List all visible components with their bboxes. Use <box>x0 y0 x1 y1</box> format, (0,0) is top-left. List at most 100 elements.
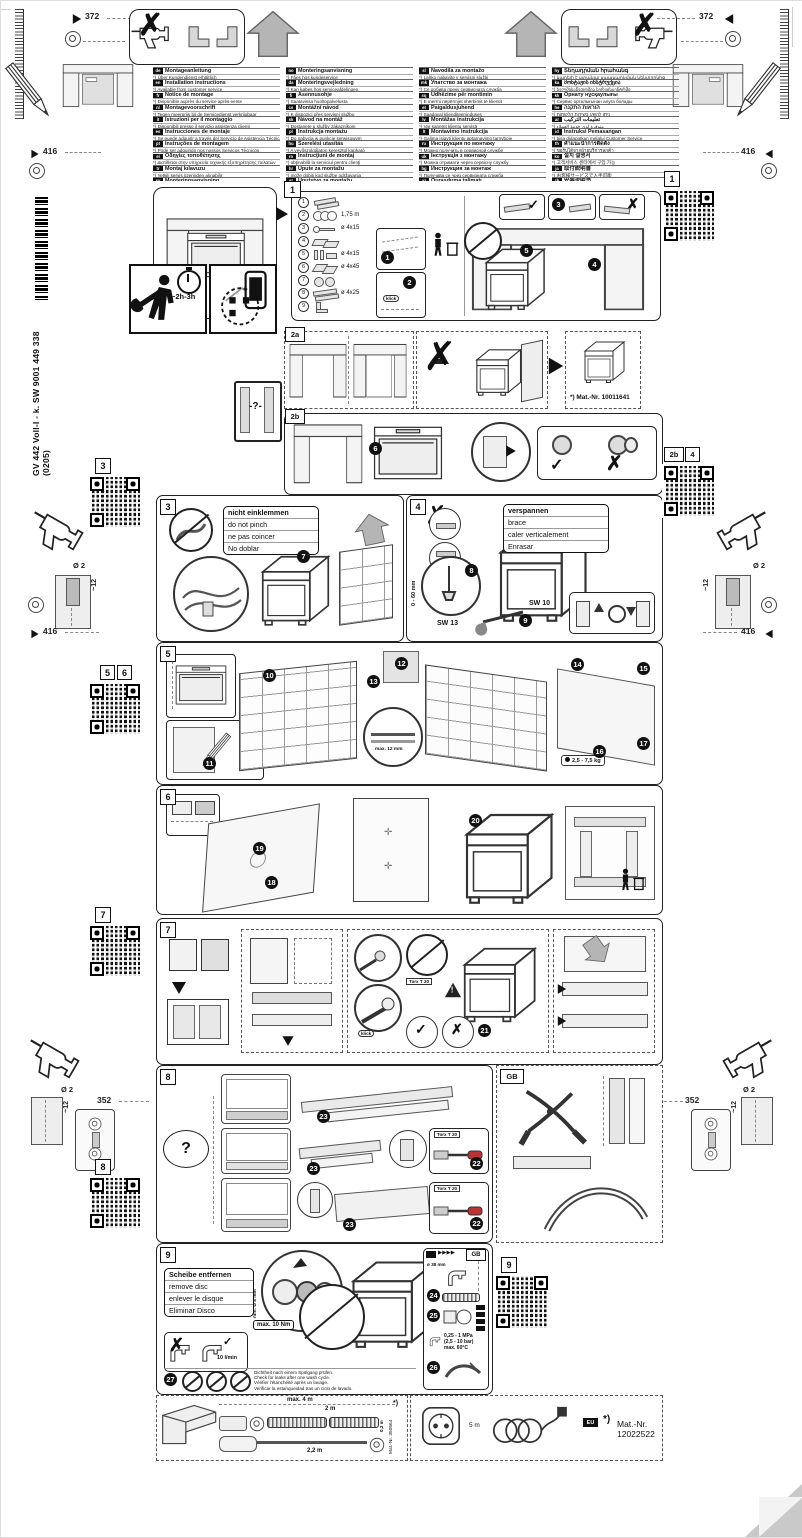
tap-flow-box: ✗ ✓ 10 l/min <box>164 1332 248 1372</box>
max-total-length: max. 4 m <box>287 1397 313 1403</box>
language-code-badge: no <box>286 68 296 74</box>
language-note: *) Saatavissa huoltopalvelusta <box>286 99 348 104</box>
language-title: Uputstvo za montažu <box>298 177 353 181</box>
language-code-badge: sv <box>153 177 163 181</box>
eu-badge: EU <box>583 1418 598 1427</box>
time-estimate: ~2h-3h <box>171 292 196 301</box>
cap-part-icon <box>312 275 338 287</box>
language-title: Instrukcja montażu <box>298 128 348 135</box>
dim-arrow <box>724 14 734 24</box>
dishwasher-iso-icon <box>465 813 553 904</box>
installer-figure-icon <box>621 868 645 891</box>
language-title: Paigaldusjuhend <box>431 104 475 111</box>
language-title: 설치 설명서 <box>564 153 591 160</box>
language-code-badge: ar <box>552 117 562 123</box>
language-title: Szerelési utasítás <box>298 141 344 148</box>
language-code-badge: fi <box>286 92 296 99</box>
phone-scan-icon <box>220 270 267 326</box>
language-code-badge: et <box>419 104 429 111</box>
brace-note: verspannen brace caler verticalement Enr… <box>503 504 609 553</box>
gap-detail-top <box>429 508 461 540</box>
torx-label: Torx T 20 <box>434 1185 461 1192</box>
panel7-sub-middle: ! Torx T 20 klick ✓ ✗ 21 <box>347 929 549 1053</box>
dim-dash <box>119 1101 149 1102</box>
plinth-panel <box>333 1185 431 1223</box>
country-badge <box>476 1319 485 1324</box>
dim-dash <box>65 152 101 153</box>
part-number: 3 <box>298 222 309 234</box>
country-badge <box>426 1251 436 1258</box>
cabinet-variant-1 <box>221 1074 291 1124</box>
next-arrow-icon <box>276 207 288 221</box>
drill-diameter-right: Ø 2 <box>753 561 766 570</box>
alignment-pictos-box <box>569 592 655 634</box>
language-code-badge: ru <box>419 141 429 147</box>
language-note: *) Pode ser adquirido nos nossos Serviço… <box>153 148 260 153</box>
mat-star: *) <box>393 1400 399 1407</box>
language-note: *) Fåes hos kundeservice <box>286 75 338 80</box>
panel1-inset-step2: 2 klick <box>376 272 426 318</box>
panel3-label: 3 <box>160 499 176 515</box>
leak-check-note: Dichtheit nach einem Spülgang prüfen. Ch… <box>254 1370 353 1391</box>
part-number: 5 <box>298 248 309 260</box>
language-code-badge: tr <box>153 165 163 172</box>
language-title: Notice de montage <box>165 92 214 99</box>
furniture-profile-icon <box>596 26 618 48</box>
language-note: *) K dispozici přes servisní službu <box>286 111 355 116</box>
language-note: *) Διατίθεται στην υπηρεσία τεχνικής εξυ… <box>153 160 276 165</box>
language-note: *) Tegen meerprijs bij de Servicedienst … <box>153 111 257 116</box>
qr-code-9 <box>494 1274 550 1330</box>
weight-figure-icon <box>565 757 570 762</box>
qr8-label: 8 <box>95 1159 111 1175</box>
hose-curve <box>543 1187 649 1232</box>
drill-depth-left: ~12 <box>91 579 98 591</box>
language-code-badge: he <box>552 104 562 111</box>
drill-depth: ~12 <box>63 1101 70 1113</box>
language-note: *) Можна отримати через сервісну службу <box>419 160 509 165</box>
language-title: Installation instructions <box>165 80 226 87</box>
niche-sketch <box>289 343 347 398</box>
height-range: 0 - 60 mm <box>411 580 417 606</box>
hose-coil-icon <box>312 210 338 221</box>
step-8-badge: 8 <box>465 564 478 577</box>
dim-372-left: 372 <box>85 11 100 21</box>
gb-panel-box: GB <box>496 1065 663 1243</box>
step-23-badge: 23 <box>343 1218 356 1231</box>
language-code-badge: bg <box>419 165 429 172</box>
part-number: 7 <box>298 274 309 286</box>
step-11-badge: 11 <box>203 757 216 770</box>
panel4-label: 4 <box>410 499 426 515</box>
cabinet-corner-detail <box>584 341 625 383</box>
corrugated-hose <box>329 1417 379 1428</box>
language-note: *) Dostanete u služby zákazníkom <box>286 123 356 128</box>
mat-star: *) <box>603 1414 611 1425</box>
dim-arrow <box>765 629 773 639</box>
language-title: Instruções de montagem <box>165 141 229 148</box>
cross-icon: ✗ <box>632 9 658 42</box>
language-code-badge: de <box>153 68 163 74</box>
language-note: *) Se puede adquirir a través del Servic… <box>153 135 280 141</box>
panel2a-niche-box <box>284 331 414 409</box>
counter-detail <box>383 651 419 683</box>
language-title: Asennusohje <box>298 92 332 99</box>
panel1-label: 1 <box>284 181 301 198</box>
step-23-badge: 23 <box>317 1110 330 1123</box>
drill-diameter: Ø 2 <box>61 1085 74 1094</box>
language-title: Udhëzime për montimin <box>431 92 493 99</box>
step-14-badge: 14 <box>571 658 584 671</box>
niche-sketch <box>293 424 363 484</box>
qr4-label: 4 <box>685 447 700 462</box>
language-title: Navodila za montažo <box>431 68 485 74</box>
